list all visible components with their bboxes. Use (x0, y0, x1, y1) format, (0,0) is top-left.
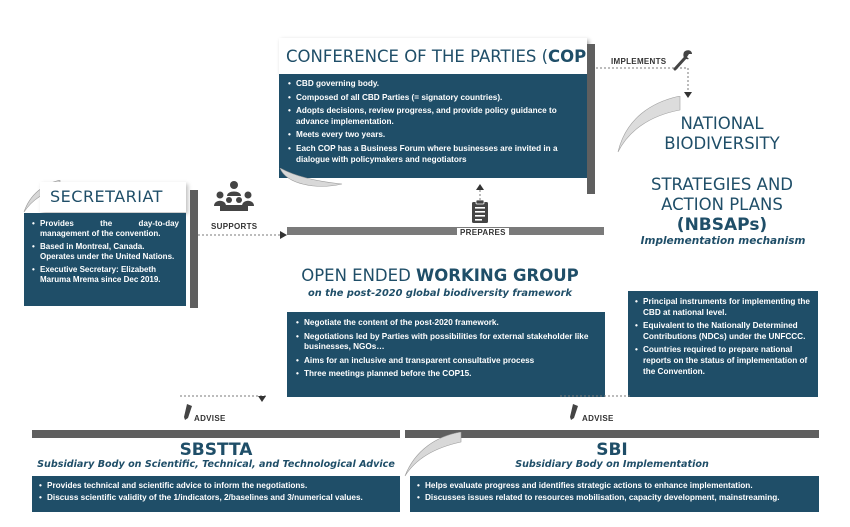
advise-left-label: ADVISE (194, 414, 226, 423)
secretariat-card: Provides the day-to-day management of th… (24, 213, 186, 306)
list-item: Adopts decisions, review progress, and p… (287, 106, 579, 127)
wrench-icon (673, 50, 692, 71)
cop-page-curl (279, 168, 343, 187)
list-item: Provides the day-to-day management of th… (31, 219, 179, 239)
list-item: Negotiations led by Parties with possibi… (295, 332, 597, 353)
sbstta-title: SBSTTA (179, 440, 253, 460)
oewg-bullets: Negotiate the content of the post-2020 f… (295, 318, 597, 380)
prepares-arrow (476, 184, 484, 200)
sbi-subtitle: Subsidiary Body on Implementation (515, 459, 709, 470)
list-item: CBD governing body. (287, 79, 579, 90)
nbsap-card: Principal instruments for implementing t… (628, 291, 818, 397)
supports-label: SUPPORTS (211, 222, 258, 231)
people-meeting-icon (214, 181, 254, 211)
sbstta-bullets: Provides technical and scientific advice… (38, 481, 392, 503)
clipboard-icon (472, 200, 488, 223)
sbi-title: SBI (596, 440, 628, 460)
list-item: Each COP has a Business Forum where busi… (287, 144, 579, 165)
list-item: Three meetings planned before the COP15. (295, 369, 597, 380)
sbi-card: Helps evaluate progress and identifies s… (410, 476, 819, 512)
cop-header: CONFERENCE OF THE PARTIES (COP) (279, 38, 593, 74)
advise-right-label: ADVISE (582, 414, 614, 423)
list-item: Provides technical and scientific advice… (38, 481, 392, 492)
list-item: Meets every two years. (287, 130, 579, 141)
pencil-icon (184, 404, 192, 420)
cop-bullets: CBD governing body. Composed of all CBD … (287, 79, 579, 165)
secretariat-divider-bar (190, 190, 198, 308)
nbsap-title-2: STRATEGIES AND ACTION PLANS (NBSAPs) (651, 175, 793, 235)
sbstta-card: Provides technical and scientific advice… (32, 476, 400, 512)
list-item: Composed of all CBD Parties (= signatory… (287, 93, 579, 104)
advise-right-arrow (560, 395, 630, 397)
oewg-subtitle: on the post-2020 global biodiversity fra… (307, 288, 572, 299)
oewg-card: Negotiate the content of the post-2020 f… (287, 312, 605, 397)
prepares-bar (287, 227, 604, 235)
sbi-bullets: Helps evaluate progress and identifies s… (416, 481, 811, 503)
list-item: Countries required to prepare national r… (634, 345, 810, 377)
list-item: Helps evaluate progress and identifies s… (416, 481, 811, 492)
nbsap-title: NATIONAL BIODIVERSITY (664, 114, 780, 153)
cop-card: CBD governing body. Composed of all CBD … (279, 74, 587, 178)
advise-left-arrow (180, 395, 266, 402)
list-item: Principal instruments for implementing t… (634, 297, 810, 318)
nbsap-page-curl (617, 96, 681, 153)
sbi-top-bar (405, 430, 819, 438)
list-item: Executive Secretary: Elizabeth Maruma Mr… (31, 265, 179, 285)
nbsap-bullets: Principal instruments for implementing t… (634, 297, 810, 377)
nbsap-subtitle: Implementation mechanism (640, 235, 806, 247)
oewg-title: OPEN ENDED WORKING GROUP (301, 266, 579, 285)
sbi-page-curl (404, 432, 462, 477)
prepares-label: PREPARES (457, 228, 509, 237)
list-item: Equivalent to the Nationally Determined … (634, 321, 810, 342)
list-item: Based in Montreal, Canada. Operates unde… (31, 242, 179, 262)
secretariat-header: SECRETARIAT (40, 182, 186, 212)
list-item: Discusses issues related to resources mo… (416, 493, 811, 504)
list-item: Discuss scientific validity of the 1/ind… (38, 493, 392, 504)
sbstta-top-bar (32, 430, 400, 438)
list-item: Aims for an inclusive and transparent co… (295, 356, 597, 367)
cop-title: CONFERENCE OF THE PARTIES (COP) (286, 47, 593, 66)
pencil-icon (570, 404, 578, 420)
implements-arrow (596, 67, 692, 98)
implements-label: IMPLEMENTS (611, 57, 667, 66)
cop-divider-bar (587, 44, 595, 194)
list-item: Negotiate the content of the post-2020 f… (295, 318, 597, 329)
secretariat-title: SECRETARIAT (50, 187, 163, 206)
sbstta-subtitle: Subsidiary Body on Scientific, Technical… (37, 459, 395, 470)
secretariat-bullets: Provides the day-to-day management of th… (31, 219, 179, 285)
supports-arrow (198, 231, 287, 239)
